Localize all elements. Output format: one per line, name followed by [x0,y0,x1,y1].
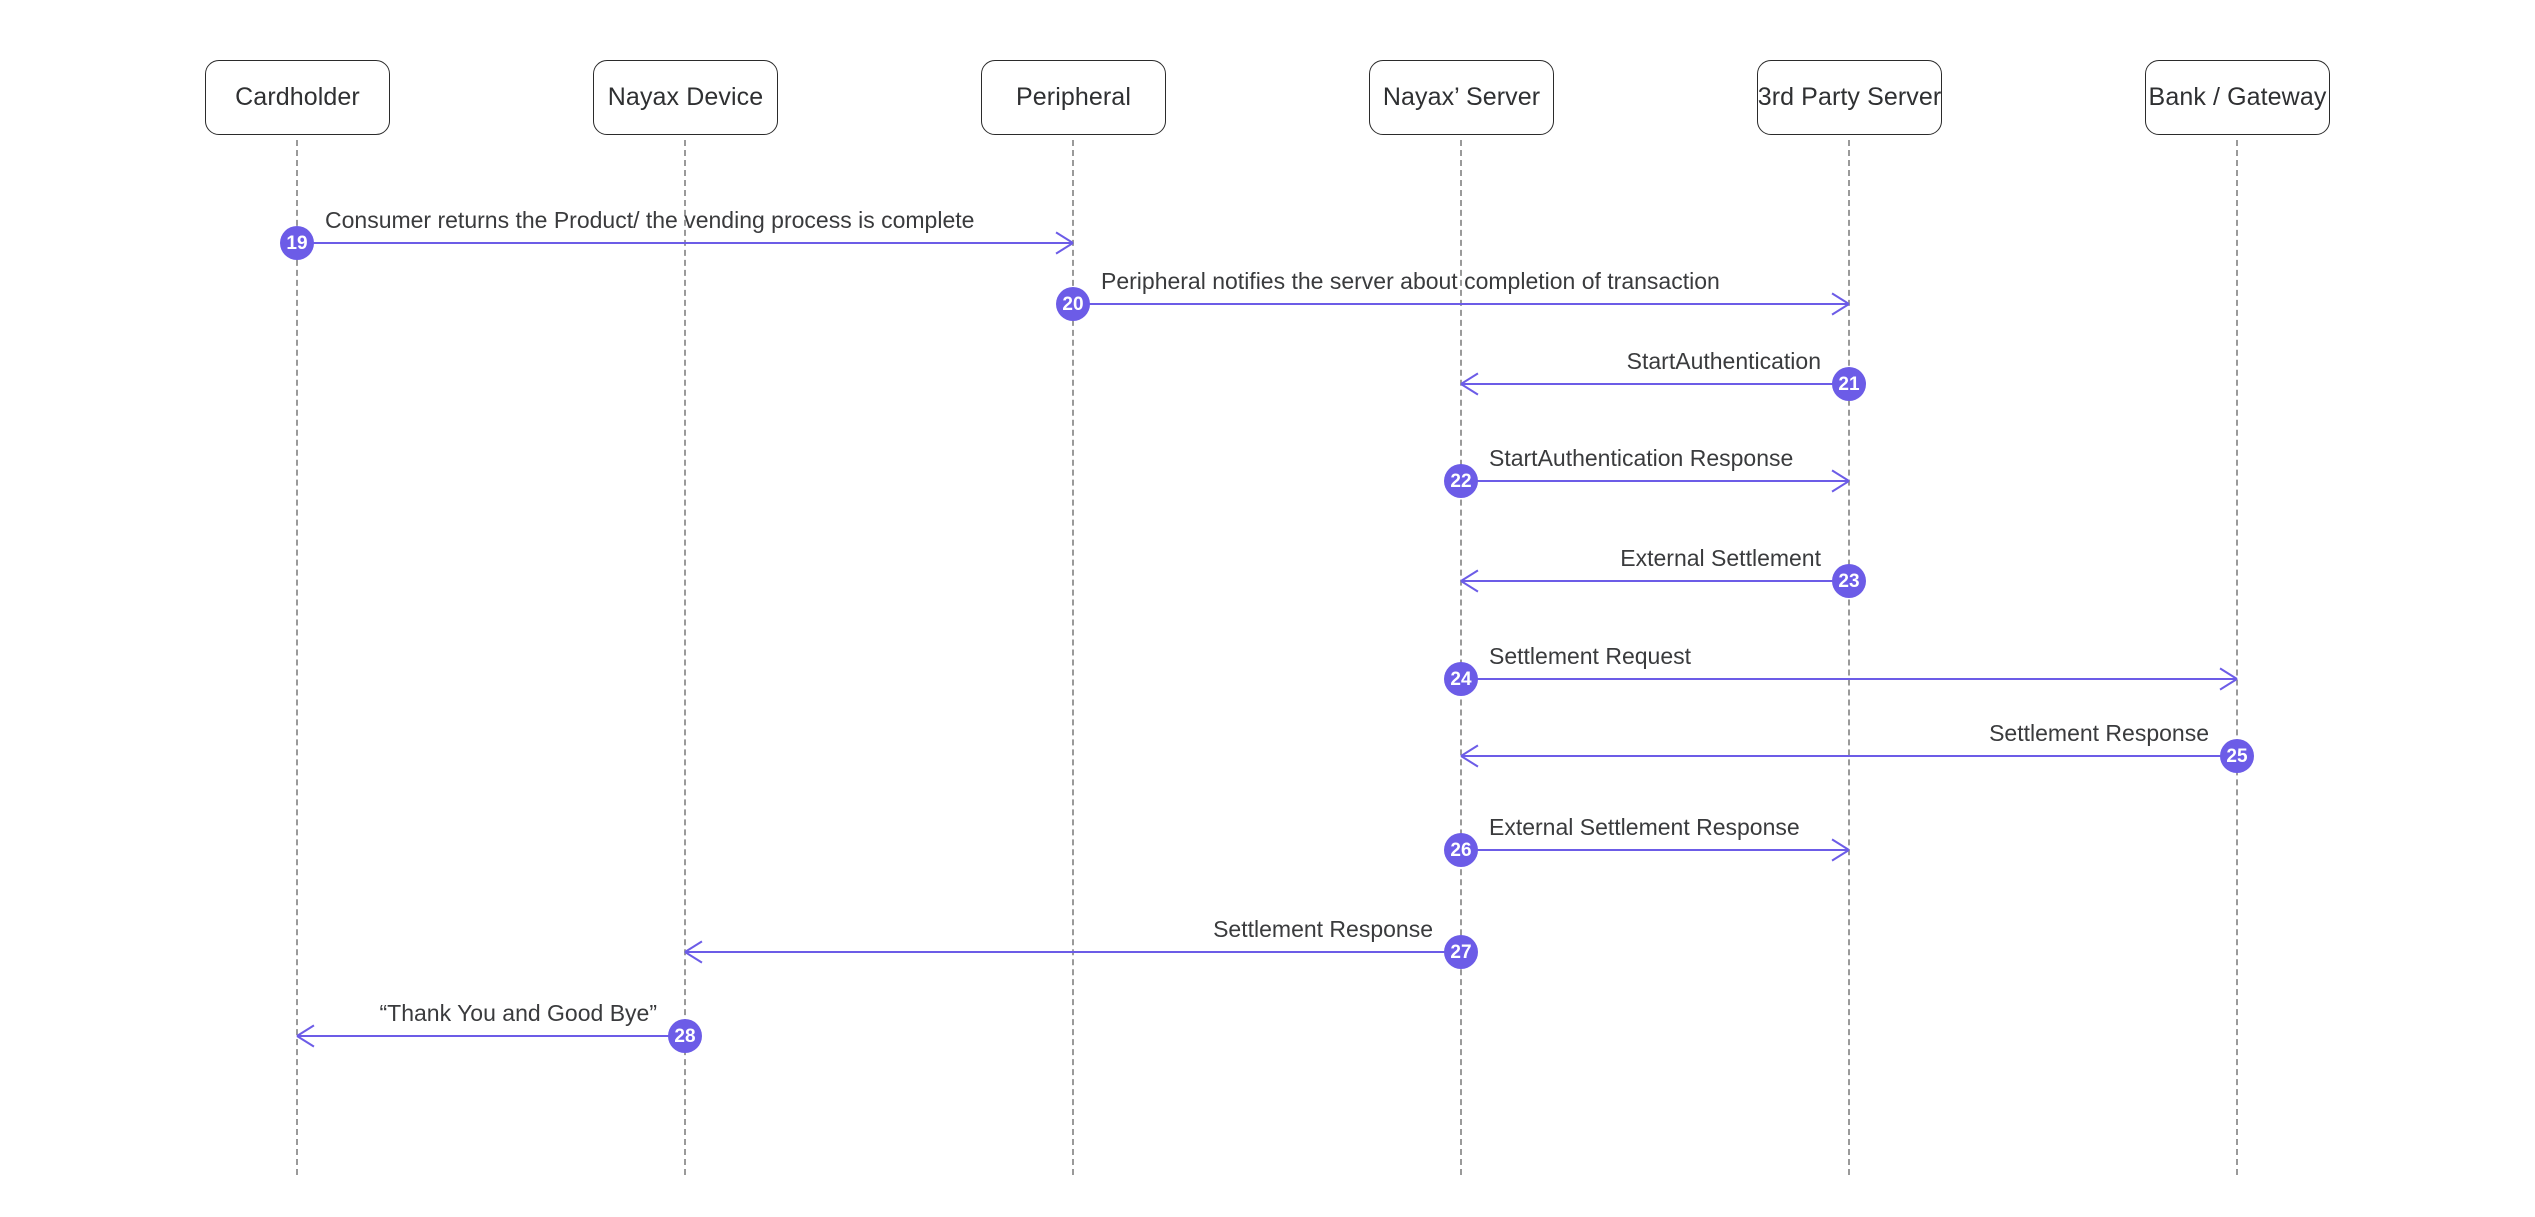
message-line [1073,303,1849,305]
step-badge-22[interactable]: 22 [1444,464,1478,498]
message-label: Consumer returns the Product/ the vendin… [325,206,975,233]
message-label: “Thank You and Good Bye” [379,999,657,1026]
step-badge-23[interactable]: 23 [1832,564,1866,598]
message-line [297,1035,685,1037]
message-label: StartAuthentication [1626,347,1821,374]
message-label: Settlement Response [1989,719,2209,746]
participant-label: 3rd Party Server [1757,83,1942,111]
message-label: StartAuthentication Response [1489,444,1794,471]
participant-third-party[interactable]: 3rd Party Server [1757,60,1942,135]
participant-nayax-server[interactable]: Nayax’ Server [1369,60,1554,135]
participant-label: Nayax’ Server [1382,83,1541,111]
participant-label: Nayax Device [607,83,764,111]
step-badge-26[interactable]: 26 [1444,833,1478,867]
message-line [1461,678,2237,680]
message-label: Settlement Response [1213,915,1433,942]
step-badge-25[interactable]: 25 [2220,739,2254,773]
message-line [1461,383,1849,385]
lifeline-cardholder [296,140,298,1175]
step-badge-27[interactable]: 27 [1444,935,1478,969]
lifeline-bank [2236,140,2238,1175]
message-line [685,951,1461,953]
lifeline-nayax-device [684,140,686,1175]
step-badge-20[interactable]: 20 [1056,287,1090,321]
step-badge-28[interactable]: 28 [668,1019,702,1053]
message-label: Peripheral notifies the server about com… [1101,267,1720,294]
step-badge-19[interactable]: 19 [280,226,314,260]
participant-cardholder[interactable]: Cardholder [205,60,390,135]
message-label: External Settlement [1620,544,1821,571]
participant-peripheral[interactable]: Peripheral [981,60,1166,135]
participant-label: Cardholder [235,83,360,111]
participant-label: Peripheral [1016,83,1131,111]
step-badge-24[interactable]: 24 [1444,662,1478,696]
message-line [1461,849,1849,851]
lifeline-nayax-server [1460,140,1462,1175]
message-line [1461,755,2237,757]
step-badge-21[interactable]: 21 [1832,367,1866,401]
participant-label: Bank / Gateway [2148,83,2327,111]
message-line [1461,480,1849,482]
message-label: Settlement Request [1489,642,1692,669]
participant-nayax-device[interactable]: Nayax Device [593,60,778,135]
message-line [297,242,1073,244]
message-label: External Settlement Response [1489,813,1800,840]
lifeline-third-party [1848,140,1850,1175]
message-line [1461,580,1849,582]
participant-bank[interactable]: Bank / Gateway [2145,60,2330,135]
lifeline-peripheral [1072,140,1074,1175]
